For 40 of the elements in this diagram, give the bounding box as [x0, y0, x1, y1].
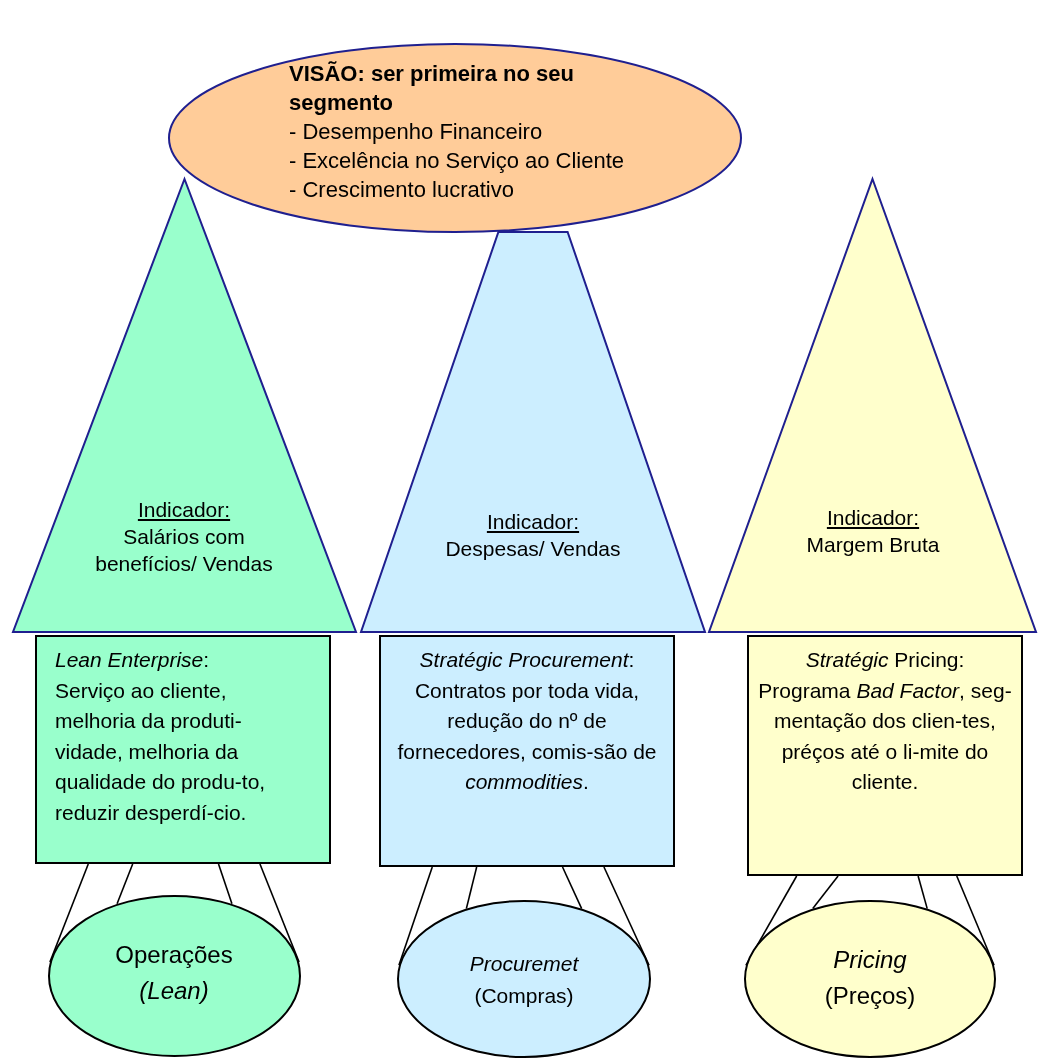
node-text: Margem Bruta: [805, 532, 941, 558]
node-text: Programa Bad Factor, seg-mentação dos clien-tes, préços até o li-mite do cliente.: [757, 677, 1013, 795]
strategy-heading: Stratégic Pricing:: [804, 647, 966, 673]
node-text: Procuremet (Compras): [468, 951, 580, 1009]
node-text: Despesas/ Vendas: [444, 536, 622, 562]
connector-line: [745, 875, 798, 967]
department-ellipse: [744, 900, 996, 1058]
node-text: Operações (Lean): [114, 940, 234, 1006]
connector-line: [955, 875, 995, 967]
indicator-heading: Indicador:: [825, 505, 921, 531]
node-text: Pricing (Preços): [823, 945, 917, 1011]
connector-line: [217, 863, 233, 905]
indicator-triangle: [708, 178, 1037, 633]
connector-line: [49, 863, 90, 963]
vision-ellipse: [168, 43, 742, 233]
connector-line: [398, 866, 434, 967]
node-text: - Desempenho Financeiro: [289, 118, 544, 146]
node-text: Serviço ao cliente, melhoria da produti-vidade, melhoria da qualidade do produ-to, reduzir desperdí-cio.: [55, 677, 267, 826]
node-text: Contratos por toda vida, redução do nº de fornecedores, comis-são de commodities.: [396, 677, 658, 795]
vision-heading: VISÃO: ser primeira no seu segmento: [289, 60, 575, 117]
strategy-heading: Lean Enterprise:: [55, 647, 211, 673]
strategy-heading: Stratégic Procurement:: [418, 647, 636, 673]
indicator-heading: Indicador:: [136, 497, 232, 523]
connector-line: [465, 866, 478, 910]
connector-line: [603, 866, 650, 967]
strategy-box: [747, 635, 1023, 876]
node-text: - Crescimento lucrativo: [289, 176, 515, 204]
strategy-box: [35, 635, 331, 864]
connector-line: [917, 875, 928, 910]
indicator-triangle: [360, 232, 706, 633]
node-text: Salários com benefícios/ Vendas: [94, 524, 274, 577]
connector-line: [812, 875, 839, 910]
department-ellipse: [48, 895, 301, 1057]
strategy-box: [379, 635, 675, 867]
connector-line: [259, 863, 300, 963]
connector-line: [561, 866, 583, 910]
indicator-heading: Indicador:: [485, 509, 581, 535]
connector-line: [116, 863, 134, 905]
node-text: - Excelência no Serviço ao Cliente: [289, 147, 626, 175]
department-ellipse: [397, 900, 651, 1058]
